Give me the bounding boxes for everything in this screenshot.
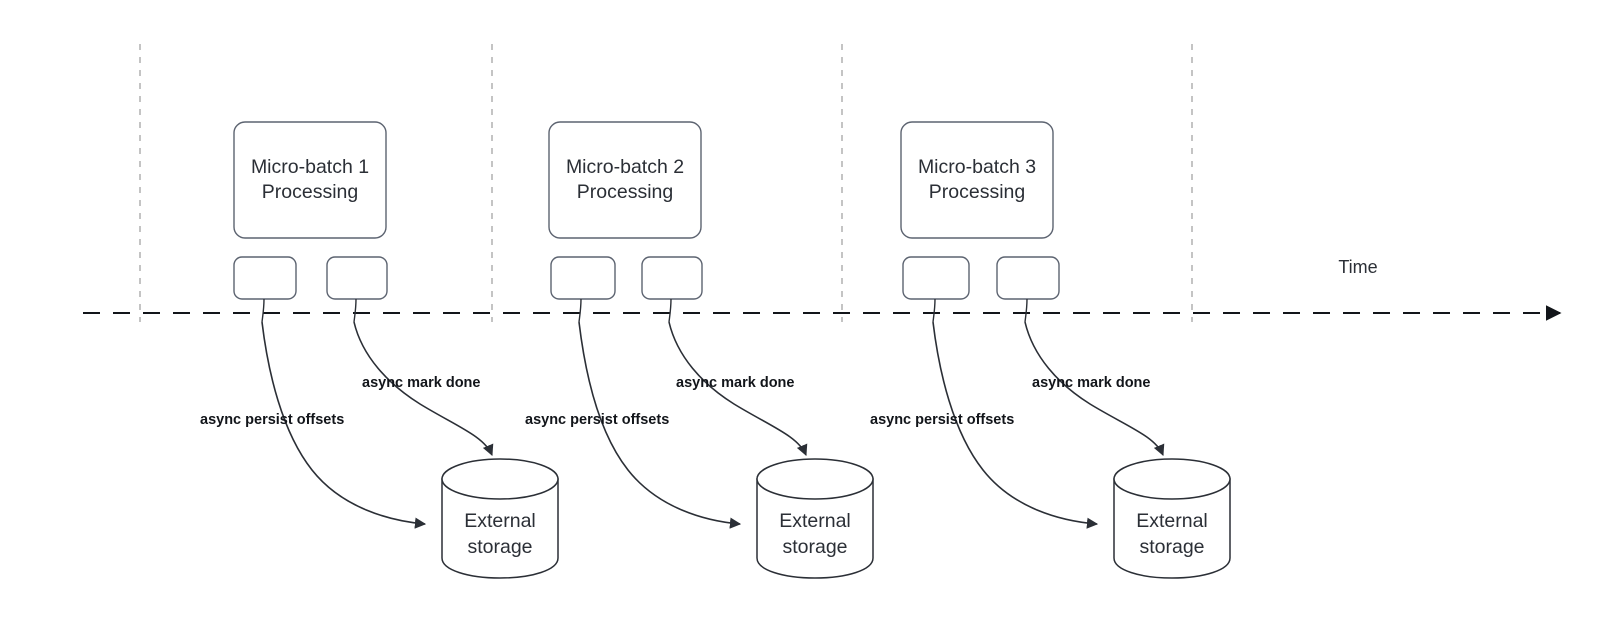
external-storage-2-line2: storage <box>782 536 847 558</box>
flow-mark-done-1 <box>353 321 494 457</box>
external-storage-1-line2: storage <box>467 536 532 558</box>
microbatch-2-box[interactable]: Micro-batch 2 Processing <box>548 121 702 239</box>
microbatch-2-box-shape[interactable] <box>548 121 702 239</box>
flow-persist-offsets-2-label: async persist offsets <box>525 412 669 428</box>
microbatch-1-box-line1: Micro-batch 1 <box>251 156 369 178</box>
task-box-3a[interactable] <box>902 256 970 300</box>
task-box-3b[interactable] <box>996 256 1060 300</box>
task-box-2a[interactable] <box>550 256 616 300</box>
flow-persist-offsets-3 <box>932 321 1099 529</box>
flow-mark-done-3-label: async mark done <box>1032 375 1150 391</box>
microbatch-2-box-line2: Processing <box>577 181 673 203</box>
connector-1b <box>353 298 357 323</box>
task-box-2b[interactable] <box>641 256 703 300</box>
time-axis: Time <box>83 257 1562 321</box>
external-storage-2-body[interactable] <box>756 478 874 579</box>
external-storage-3[interactable]: External storage <box>1113 458 1231 579</box>
external-storage-3-top <box>1113 458 1231 500</box>
connector-2a <box>578 298 582 323</box>
group-2: Micro-batch 2 Processing async persist o… <box>525 121 874 579</box>
task-box-1a[interactable] <box>233 256 297 300</box>
microbatch-2-box-line1: Micro-batch 2 <box>566 156 684 178</box>
flow-mark-done-3 <box>1024 321 1165 457</box>
external-storage-1-body[interactable] <box>441 478 559 579</box>
flow-mark-done-2 <box>668 321 808 457</box>
microbatch-1-box-line2: Processing <box>262 181 358 203</box>
task-box-1b[interactable] <box>326 256 388 300</box>
external-storage-2-top <box>756 458 874 500</box>
group-3: Micro-batch 3 Processing async persist o… <box>870 121 1231 579</box>
connector-3b <box>1024 298 1028 323</box>
microbatch-3-box[interactable]: Micro-batch 3 Processing <box>900 121 1054 239</box>
connector-3a <box>932 298 936 323</box>
external-storage-1-line1: External <box>464 510 536 532</box>
microbatch-3-box-shape[interactable] <box>900 121 1054 239</box>
time-axis-label: Time <box>1338 257 1377 277</box>
external-storage-1[interactable]: External storage <box>441 458 559 579</box>
flow-persist-offsets-1 <box>261 321 427 529</box>
group-1: Micro-batch 1 Processing async persist o… <box>200 121 559 579</box>
external-storage-3-line1: External <box>1136 510 1208 532</box>
connector-2b <box>668 298 672 323</box>
flow-mark-done-2-label: async mark done <box>676 375 794 391</box>
external-storage-2[interactable]: External storage <box>756 458 874 579</box>
connector-1a <box>261 298 265 323</box>
flow-persist-offsets-3-label: async persist offsets <box>870 412 1014 428</box>
external-storage-1-top <box>441 458 559 500</box>
external-storage-3-line2: storage <box>1139 536 1204 558</box>
microbatch-1-box[interactable]: Micro-batch 1 Processing <box>233 121 387 239</box>
external-storage-2-line1: External <box>779 510 851 532</box>
microbatch-1-box-shape[interactable] <box>233 121 387 239</box>
flow-mark-done-1-label: async mark done <box>362 375 480 391</box>
microbatch-3-box-line1: Micro-batch 3 <box>918 156 1036 178</box>
microbatch-3-box-line2: Processing <box>929 181 1025 203</box>
external-storage-3-body[interactable] <box>1113 478 1231 579</box>
flow-persist-offsets-2 <box>578 321 742 529</box>
flow-persist-offsets-1-label: async persist offsets <box>200 412 344 428</box>
